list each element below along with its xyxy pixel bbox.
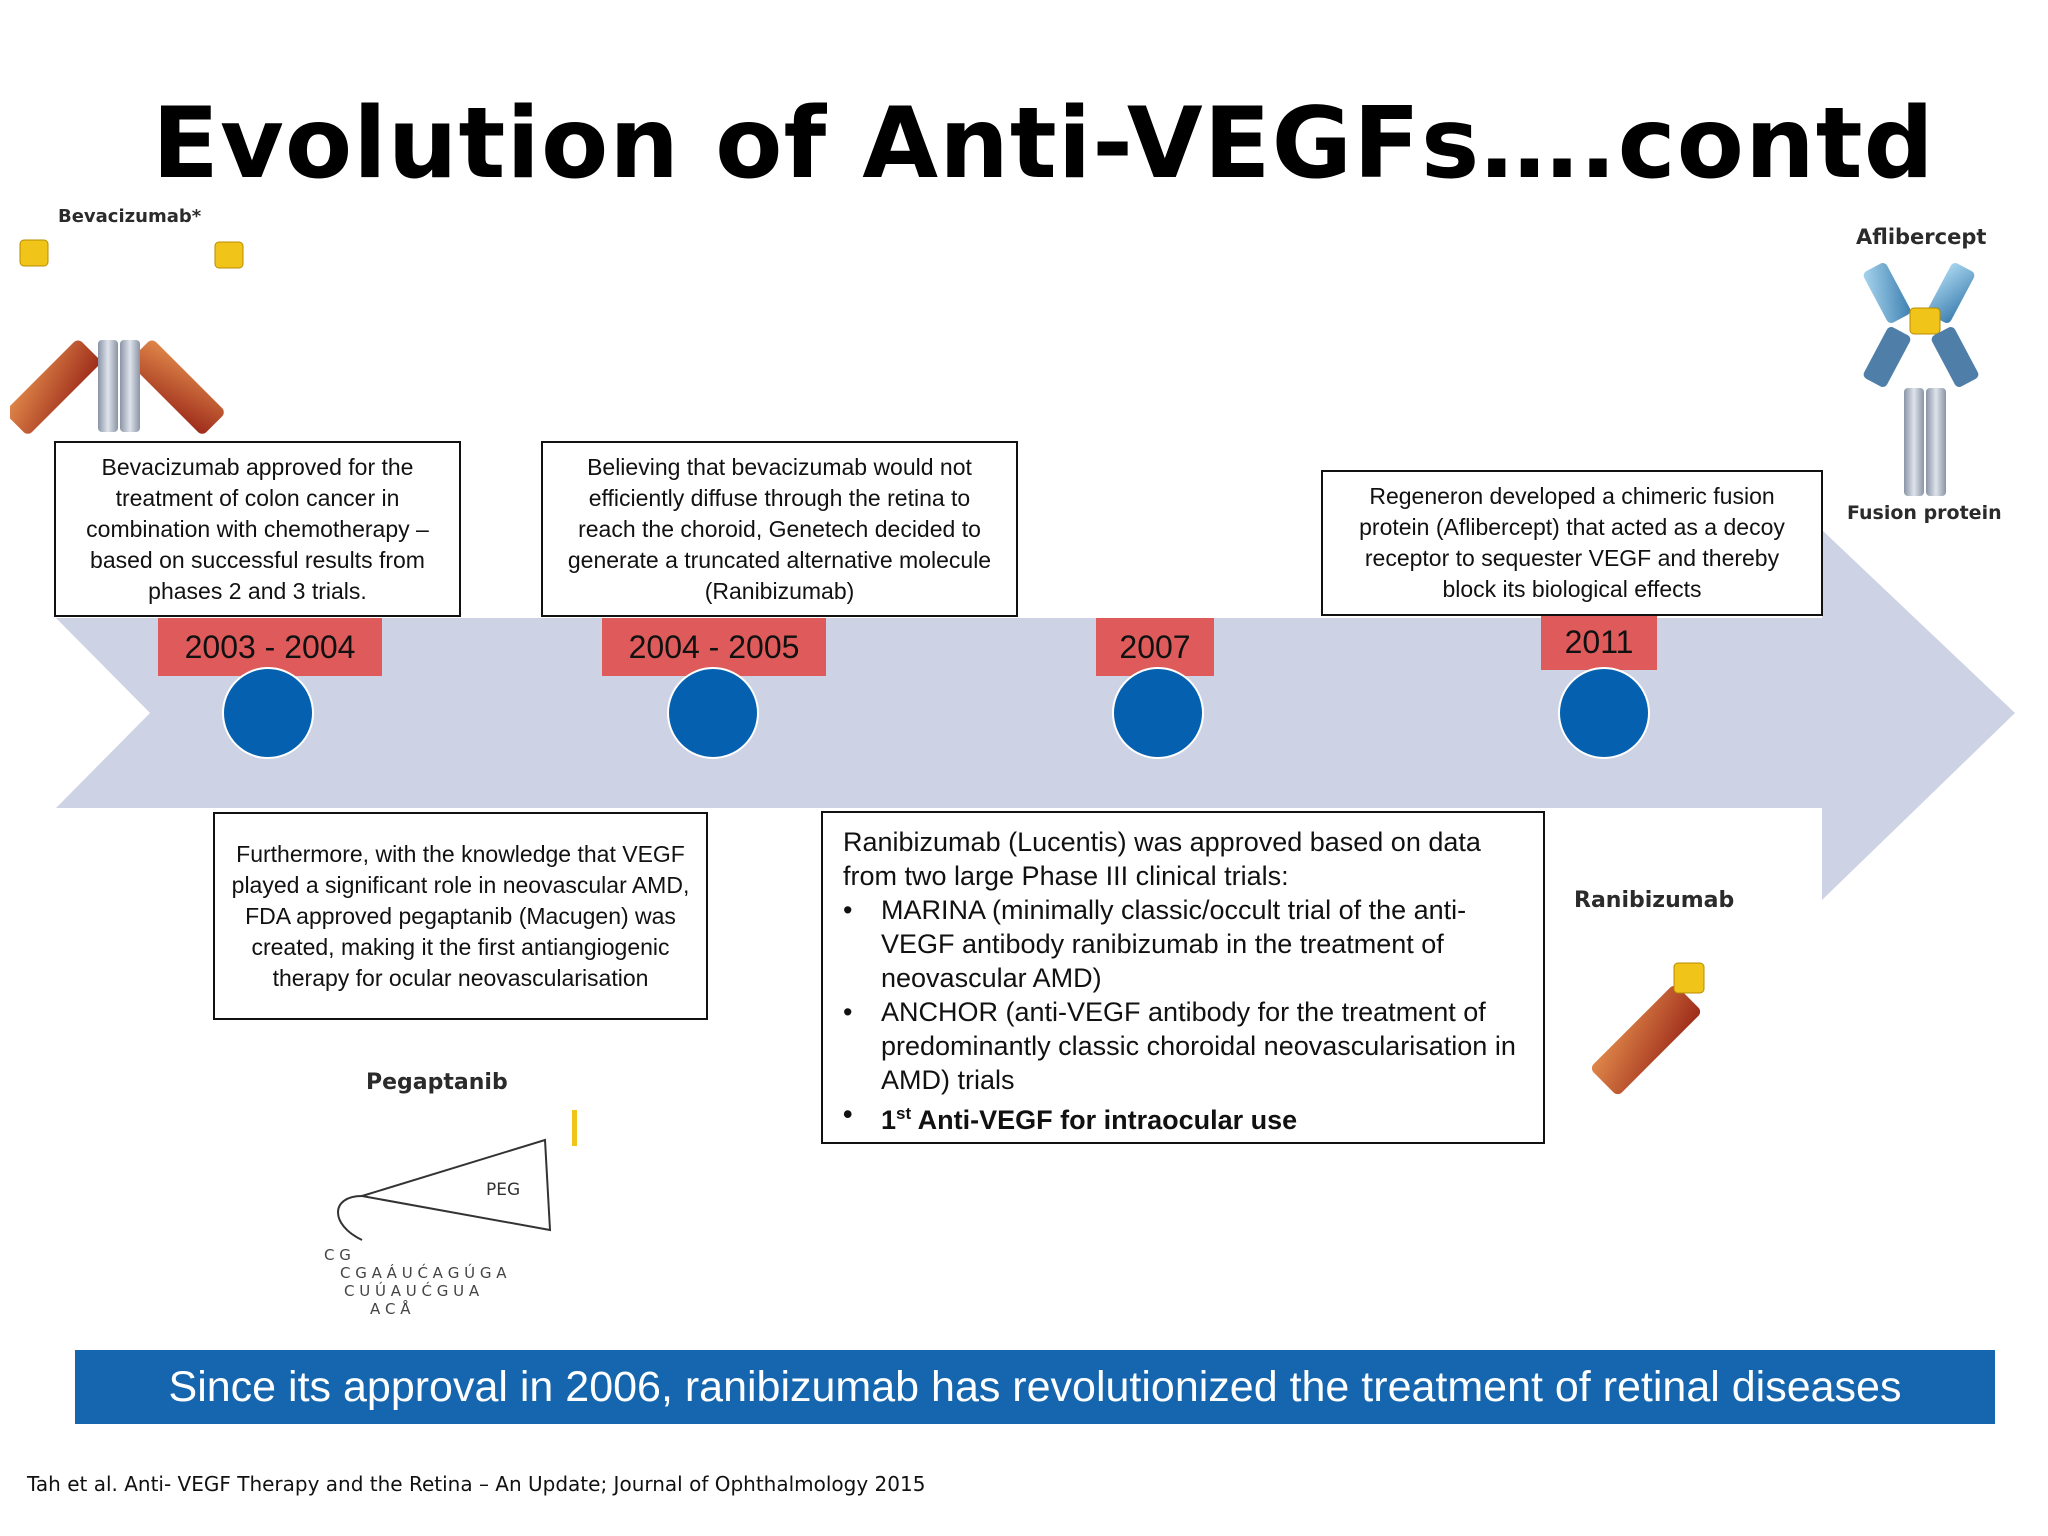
timeline-dot-2004 xyxy=(667,667,759,759)
bevacizumab-label: Bevacizumab* xyxy=(58,206,202,227)
bevacizumab-antibody-icon xyxy=(10,239,244,434)
year-label-2011: 2011 xyxy=(1541,616,1657,670)
bullet-icon: • xyxy=(843,895,853,925)
lucentis-approval-box: Ranibizumab (Lucentis) was approved base… xyxy=(821,811,1545,1144)
timeline-dot-2007 xyxy=(1112,667,1204,759)
year-label-2003-2004: 2003 - 2004 xyxy=(158,618,382,676)
event-box-2011: Regeneron developed a chimeric fusion pr… xyxy=(1321,470,1823,616)
timeline-dot-2003 xyxy=(222,667,314,759)
event-box-2004: Believing that bevacizumab would not eff… xyxy=(541,441,1018,617)
timeline-dot-2011 xyxy=(1558,667,1650,759)
event-box-2003: Bevacizumab approved for the treatment o… xyxy=(54,441,461,617)
year-label-2007: 2007 xyxy=(1096,618,1214,676)
pegaptanib-label: Pegaptanib xyxy=(366,1070,508,1095)
aflibercept-fusion-protein-icon xyxy=(1863,263,1979,496)
ranibizumab-fragment-icon xyxy=(1591,962,1705,1095)
summary-banner: Since its approval in 2006, ranibizumab … xyxy=(75,1350,1995,1424)
lucentis-intro: Ranibizumab (Lucentis) was approved base… xyxy=(843,827,1481,891)
bullet-icon: • xyxy=(843,1099,853,1129)
pegaptanib-box: Furthermore, with the knowledge that VEG… xyxy=(213,812,708,1020)
list-item-anchor: • ANCHOR (anti-VEGF antibody for the tre… xyxy=(843,997,1516,1095)
peg-label: PEG xyxy=(486,1180,520,1200)
citation: Tah et al. Anti- VEGF Therapy and the Re… xyxy=(27,1472,926,1496)
page-title: Evolution of Anti-VEGFs….contd xyxy=(152,87,1935,201)
list-item-first-anti-vegf: • 1st Anti-VEGF for intraocular use xyxy=(843,1099,1298,1135)
pegaptanib-aptamer-icon: PEG C G C G A Á U Ć A G Ú G A C U Ú A U … xyxy=(324,1110,577,1318)
bullet-icon: • xyxy=(843,997,853,1027)
trial-list: • MARINA (minimally classic/occult trial… xyxy=(843,893,1525,1137)
rna-sequence-icon: C G C G A Á U Ć A G Ú G A C U Ú A U Ć G … xyxy=(324,1246,511,1318)
ranibizumab-label: Ranibizumab xyxy=(1574,888,1735,913)
aflibercept-label: Aflibercept xyxy=(1856,225,1987,249)
year-label-2004-2005: 2004 - 2005 xyxy=(602,618,826,676)
list-item-marina: • MARINA (minimally classic/occult trial… xyxy=(843,895,1467,993)
fusion-protein-label: Fusion protein xyxy=(1847,502,2002,524)
